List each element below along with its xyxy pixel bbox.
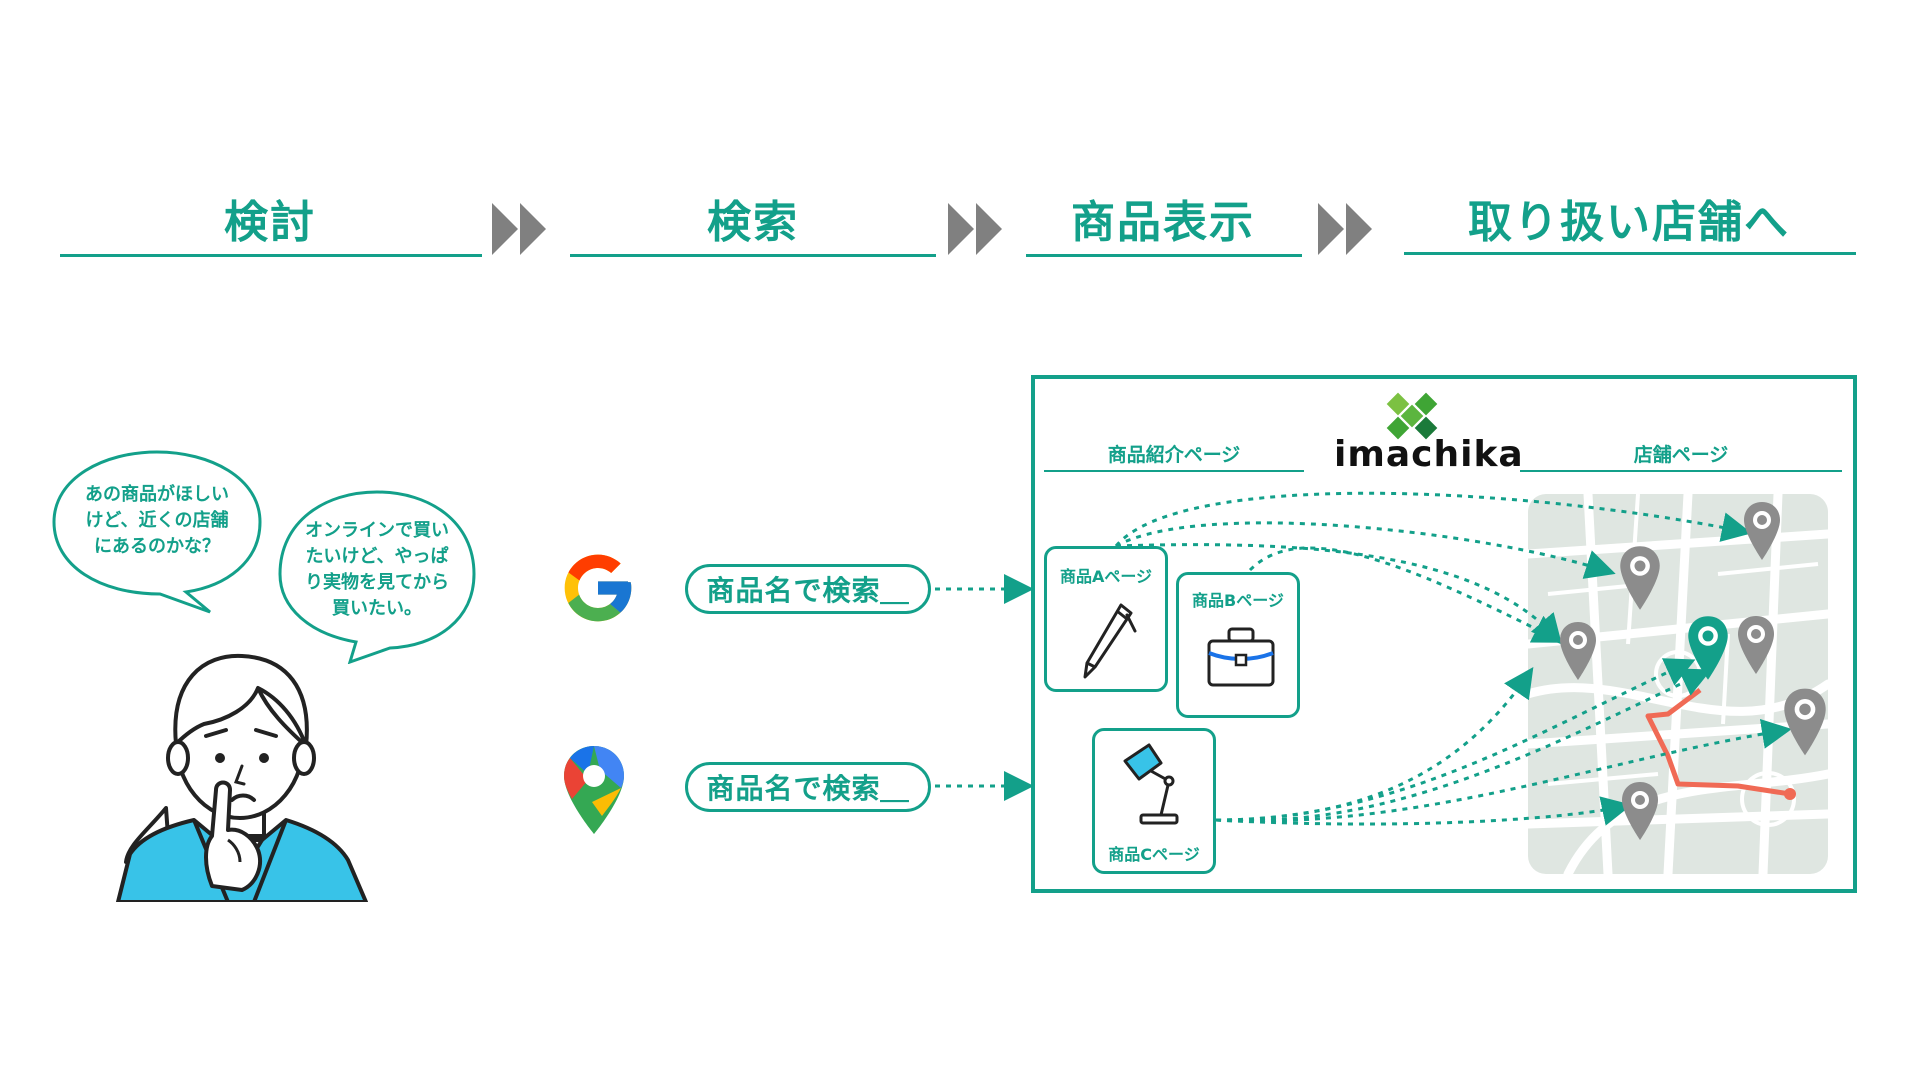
location-pin-icon xyxy=(1744,502,1780,560)
product-card-a-label: 商品Aページ xyxy=(1059,567,1153,586)
step-underline-product-display xyxy=(1026,254,1302,257)
imachika-logo-mark xyxy=(1386,392,1438,440)
step-underline-to-store xyxy=(1404,252,1856,255)
location-pin-icon xyxy=(1620,546,1660,610)
chevron-double-icon xyxy=(1318,203,1372,255)
section-underline-store-pages xyxy=(1520,470,1842,472)
step-label-consider: 検討 xyxy=(224,197,316,248)
speech-bubble-left-text: あの商品がほしい けど、近くの店舗 にあるのかな？ xyxy=(85,484,229,557)
imachika-panel-frame xyxy=(1031,375,1857,893)
speech-bubble-left xyxy=(52,450,262,614)
desk-lamp-icon xyxy=(1123,743,1179,825)
section-underline-product-pages xyxy=(1044,470,1304,472)
google-search-text: 商品名で検索＿ xyxy=(706,574,910,607)
chevron-double-icon xyxy=(492,203,546,255)
step-label-product-display: 商品表示 xyxy=(1071,197,1255,248)
google-search-box[interactable]: 商品名で検索＿ xyxy=(685,564,931,614)
step-label-to-store: 取り扱い店舗へ xyxy=(1468,197,1790,248)
section-label-product-pages: 商品紹介ページ xyxy=(1107,444,1241,466)
google-maps-icon xyxy=(564,746,624,834)
pen-icon xyxy=(1083,603,1137,679)
chevron-double-icon xyxy=(948,203,1002,255)
product-card-a[interactable]: 商品Aページ xyxy=(1044,546,1168,692)
google-icon xyxy=(564,554,632,622)
step-underline-search xyxy=(570,254,936,257)
product-card-b-label: 商品Bページ xyxy=(1192,591,1284,610)
location-pin-icon xyxy=(1738,616,1774,674)
product-card-b[interactable]: 商品Bページ xyxy=(1176,572,1300,718)
product-card-c[interactable]: 商品Cページ xyxy=(1092,728,1216,874)
maps-search-text: 商品名で検索＿ xyxy=(706,772,910,805)
thinking-person-illustration xyxy=(116,653,368,902)
step-label-search: 検索 xyxy=(707,197,799,248)
step-underline-consider xyxy=(60,254,482,257)
speech-bubble-right-text: オンラインで買い たいけど、やっぱ り実物を見てから 買いたい。 xyxy=(305,520,449,619)
product-card-c-label: 商品Cページ xyxy=(1108,845,1200,864)
speech-bubble-right xyxy=(278,490,476,664)
maps-search-box[interactable]: 商品名で検索＿ xyxy=(685,762,931,812)
location-pin-icon-active xyxy=(1688,616,1728,680)
section-label-store-pages: 店舗ページ xyxy=(1633,444,1729,466)
location-pin-icon xyxy=(1622,782,1658,840)
briefcase-icon xyxy=(1207,627,1275,687)
location-pin-icon xyxy=(1560,622,1596,680)
location-pin-icon xyxy=(1784,688,1826,756)
